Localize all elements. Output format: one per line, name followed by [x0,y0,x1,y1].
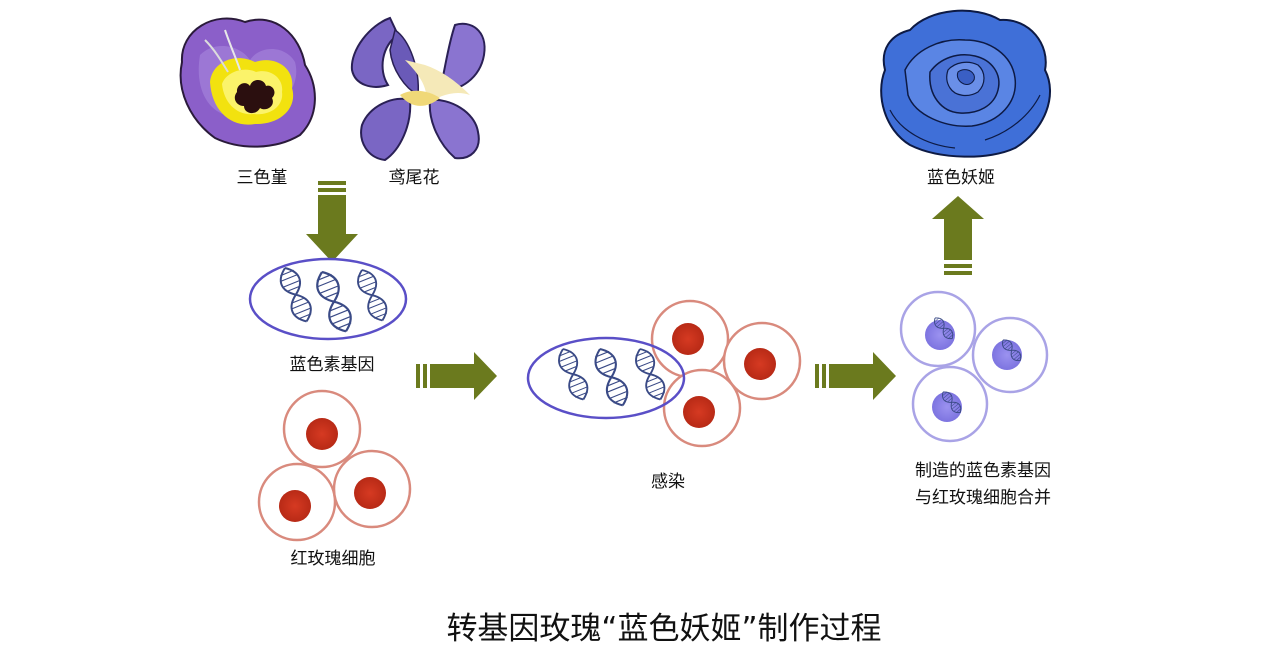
blue-rose-flower [880,9,1052,158]
iris-flower [350,16,486,162]
arrow-up [932,196,984,275]
infection-group [526,299,802,448]
gene-ellipse-left [248,257,408,341]
label-red-rose-cells: 红玫瑰细胞 [290,549,376,569]
label-merge-line1: 制造的蓝色素基因 [915,461,1051,481]
label-iris: 鸢尾花 [388,168,440,188]
label-pansy: 三色堇 [236,168,288,188]
label-merge: 制造的蓝色素基因 与红玫瑰细胞合并 [915,458,1051,512]
merged-cells [899,290,1049,443]
label-blue-rose: 蓝色妖姬 [927,168,995,188]
label-merge-line2: 与红玫瑰细胞合并 [915,488,1051,508]
pansy-flower [179,17,316,148]
label-blue-pigment-gene: 蓝色素基因 [289,355,375,375]
arrow-down [306,181,358,262]
diagram-title: 转基因玫瑰“蓝色妖姬”制作过程 [446,611,882,647]
label-infection: 感染 [651,472,685,492]
arrow-right-1 [416,352,497,400]
red-rose-cells-left [257,389,412,542]
arrow-right-2 [815,352,896,400]
